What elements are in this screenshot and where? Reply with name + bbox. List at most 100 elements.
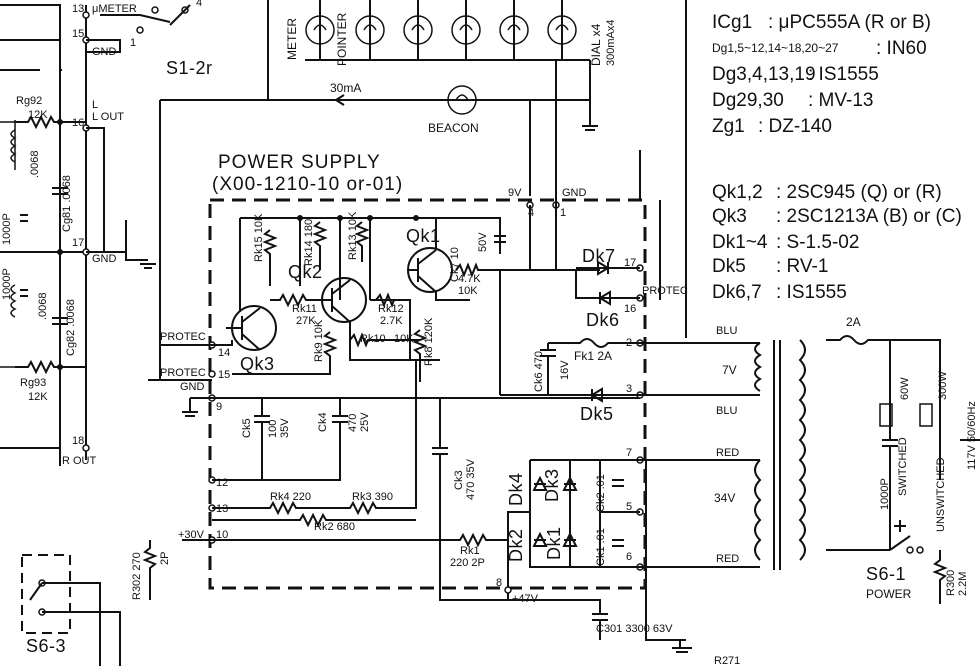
- svg-text:Rk4 220: Rk4 220: [270, 491, 311, 503]
- power-label: POWER: [866, 587, 912, 601]
- protec-label-1: PROTEC: [160, 331, 206, 343]
- svg-text:4: 4: [196, 0, 202, 9]
- pin-13: 13: [72, 3, 84, 15]
- svg-text:2P: 2P: [159, 552, 171, 565]
- rg92-label: Rg92: [16, 95, 42, 107]
- parts-spec-dg3: : IS1555: [808, 64, 879, 85]
- left-circuit: Rg92 12K Rg93 12K .0068 Cg81 .0068 1000P…: [0, 4, 86, 466]
- svg-text:18: 18: [72, 435, 84, 447]
- transformer-section: BLU 7V BLU RED 34V RED 2A 1000P 60W 300W…: [640, 315, 980, 604]
- svg-text:Rk11: Rk11: [292, 303, 317, 315]
- rout-label: R OUT: [62, 455, 97, 467]
- svg-text:Rk9 10K: Rk9 10K: [313, 319, 325, 362]
- power-supply-title: POWER SUPPLY: [218, 152, 381, 173]
- beacon-label: BEACON: [428, 121, 479, 135]
- s6-3-label: S6-3: [26, 636, 66, 656]
- svg-text:Ck3: Ck3: [453, 470, 465, 490]
- r271-label: R271: [714, 655, 740, 666]
- rectifier-section: 9V GND 4 1 17 16 2 3 7 5 6 PROTEC Dk7 Dk…: [439, 60, 692, 653]
- svg-text:1000P: 1000P: [1, 268, 13, 300]
- parts-spec-qk3: : 2SC1213A (B) or (C): [776, 206, 962, 227]
- parts-ref-dk67: Dk6,7: [712, 282, 762, 303]
- fk1-label: Fk1 2A: [574, 349, 612, 363]
- svg-text:15: 15: [218, 369, 230, 381]
- protec-label-3: PROTEC: [642, 285, 688, 297]
- svg-text:6: 6: [626, 551, 632, 563]
- dk6-label: Dk6: [586, 310, 620, 330]
- svg-text:10K: 10K: [394, 333, 414, 345]
- dk4-label: Dk4: [506, 472, 526, 506]
- svg-text:50V: 50V: [477, 232, 489, 252]
- svg-text:470: 470: [347, 414, 359, 432]
- parts-ref-dk5: Dk5: [712, 256, 746, 277]
- svg-text:Ck6 470: Ck6 470: [533, 351, 545, 392]
- svg-text:12: 12: [216, 477, 228, 489]
- w300-label: 300W: [937, 371, 949, 400]
- svg-text:Cg81 .0068: Cg81 .0068: [61, 175, 73, 232]
- qk2-label: Qk2: [288, 262, 323, 282]
- meter-lamp-label: METER: [285, 18, 299, 60]
- svg-text:.0068: .0068: [29, 150, 41, 178]
- svg-text:Ck1 .01: Ck1 .01: [595, 528, 607, 566]
- svg-text:10K: 10K: [458, 285, 478, 297]
- svg-text:Rk10: Rk10: [360, 333, 386, 345]
- svg-text:25V: 25V: [359, 412, 371, 432]
- pointer-lamp-label: POINTER: [335, 12, 349, 66]
- gnd-label-2: GND: [92, 253, 117, 265]
- parts-ref-dk14: Dk1~4: [712, 232, 768, 253]
- power-supply-part-number: (X00-1210-10 or-01): [212, 174, 403, 195]
- rg93-label: Rg93: [20, 377, 46, 389]
- parts-spec-dk5: : RV-1: [776, 256, 828, 277]
- svg-text:Rk12: Rk12: [378, 303, 404, 315]
- gnd-label-4: GND: [562, 187, 587, 199]
- svg-text:16: 16: [624, 303, 636, 315]
- svg-text:R302 270: R302 270: [131, 552, 143, 600]
- svg-text:10: 10: [216, 529, 228, 541]
- parts-spec-dg1: : IN60: [876, 38, 927, 59]
- v7-label: 7V: [722, 363, 737, 377]
- red-label-2: RED: [716, 553, 739, 565]
- s1-pin: 1: [130, 37, 136, 49]
- s6-1-label: S6-1: [866, 564, 906, 584]
- svg-text:3: 3: [626, 383, 632, 395]
- svg-text:100: 100: [267, 420, 279, 438]
- s1-2r-switch: 4 1 S1-2r: [86, 0, 213, 78]
- dial-lamp-label: DIAL x4: [589, 23, 603, 66]
- blu-label-1: BLU: [716, 325, 737, 337]
- dk2-label: Dk2: [506, 528, 526, 562]
- dk5-label: Dk5: [580, 404, 614, 424]
- svg-text:Rk3 390: Rk3 390: [352, 491, 393, 503]
- svg-text:Rk8 120K: Rk8 120K: [423, 317, 435, 366]
- svg-text:1000P: 1000P: [1, 213, 13, 245]
- svg-text:16: 16: [72, 117, 84, 129]
- rg92-value: 12K: [28, 109, 48, 121]
- svg-text:8: 8: [496, 577, 502, 589]
- svg-text:Ck4: Ck4: [317, 412, 329, 432]
- svg-text:Rk14 180: Rk14 180: [303, 219, 315, 266]
- red-label-1: RED: [716, 447, 739, 459]
- pilot-lamps: METER POINTER DIAL x4 300mAx4: [267, 0, 617, 131]
- parts-spec-qk12: : 2SC945 (Q) or (R): [776, 182, 942, 203]
- parts-ref-dg1: Dg1,5~12,14~18,20~27: [712, 41, 839, 55]
- svg-text:14: 14: [218, 347, 230, 359]
- parts-spec-dk14: : S-1.5-02: [776, 232, 859, 253]
- svg-text:.0068: .0068: [37, 292, 49, 320]
- mains-fuse-label: 2A: [846, 315, 861, 329]
- s6-3-switch: S6-3: [21, 554, 121, 666]
- svg-text:17: 17: [624, 257, 636, 269]
- parts-ref-zg1: Zg1: [712, 116, 745, 137]
- svg-text:Ck2 .01: Ck2 .01: [595, 474, 607, 512]
- parts-spec-zg1: : DZ-140: [758, 116, 832, 137]
- svg-text:27K: 27K: [296, 315, 316, 327]
- s1-label: S1-2r: [166, 58, 213, 78]
- v9-label: 9V: [508, 187, 522, 199]
- dk3-label: Dk3: [542, 468, 562, 502]
- parts-spec-icg1: : μPC555A (R or B): [768, 12, 931, 33]
- svg-text:L: L: [92, 99, 98, 111]
- svg-text:9: 9: [216, 401, 222, 413]
- svg-text:Rk1: Rk1: [460, 545, 480, 557]
- svg-text:17: 17: [72, 237, 84, 249]
- lout-label: L OUT: [92, 111, 124, 123]
- w60-label: 60W: [899, 377, 911, 400]
